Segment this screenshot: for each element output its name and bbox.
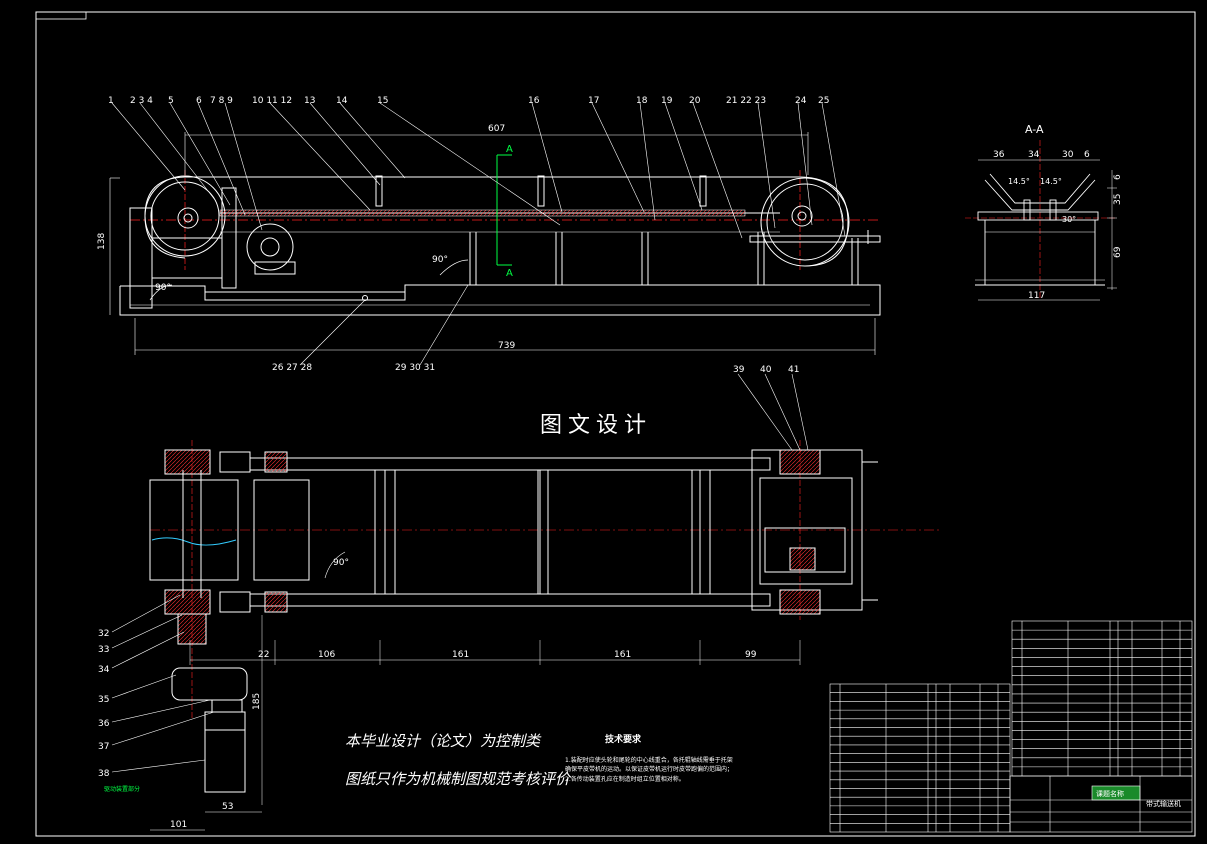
section-labels: A-A 36 34 30 6 14.5° 14.5° 35 6 69 30° 1…: [993, 123, 1123, 301]
title-block-name: 带式输送机: [1146, 799, 1181, 808]
technical-requirements: 技术要求 1.装配时应使头轮和尾轮的中心线重合，各托辊轴线需垂于托架 确保平皮带…: [565, 733, 733, 783]
callout: 13: [304, 96, 315, 106]
callout: 33: [98, 645, 109, 655]
dim-height-left: 138: [97, 233, 107, 250]
callout: 29 30 31: [395, 363, 435, 373]
plan-view: [111, 373, 940, 831]
note-line-2: 图纸只作为机械制图规范考核评价: [345, 770, 572, 788]
section-title: A-A: [1025, 123, 1044, 136]
callout: 16: [528, 96, 540, 106]
front-dimensions: 607 138 739 90° 90° 26 27 28 29 30 31 A …: [97, 124, 515, 373]
callout: 41: [788, 365, 799, 375]
section-mark-top: A: [506, 144, 513, 155]
note-line-1: 本毕业设计（论文）为控制类: [345, 732, 542, 750]
callout: 19: [661, 96, 673, 106]
section-dim: 6: [1084, 150, 1090, 160]
section-mark-bottom: A: [506, 268, 513, 279]
tech-line-3: 2.各传动装置孔应在制造时组立位置相对称。: [565, 775, 685, 783]
callout: 1: [108, 96, 114, 106]
callout: 36: [98, 719, 110, 729]
callout: 26 27 28: [272, 363, 312, 373]
plan-dim: 99: [745, 650, 757, 660]
plan-dim: 22: [258, 650, 269, 660]
section-angle: 14.5°: [1008, 177, 1030, 186]
callout: 34: [98, 665, 110, 675]
callout: 15: [377, 96, 388, 106]
green-note: 驱动装置部分: [104, 785, 140, 793]
drawing-frame: [35, 11, 1196, 837]
bill-of-materials: [829, 620, 1193, 833]
callout: 10 11 12: [252, 96, 292, 106]
front-view: [109, 102, 881, 366]
callout: 38: [98, 769, 110, 779]
callout: 39: [733, 365, 745, 375]
callout: 5: [168, 96, 174, 106]
callout: 21 22 23: [726, 96, 766, 106]
section-angle: 30°: [1062, 215, 1076, 224]
callout: 7 8 9: [210, 96, 233, 106]
frame-corner-box: [35, 11, 87, 20]
callout: 18: [636, 96, 648, 106]
section-angle: 14.5°: [1040, 177, 1062, 186]
callouts-top: 1 2 3 4 5 6 7 8 9 10 11 12 13 14 15 16 1…: [108, 96, 829, 106]
tech-title: 技术要求: [605, 733, 642, 745]
callout: 2 3 4: [130, 96, 153, 106]
tech-line-1: 1.装配时应使头轮和尾轮的中心线重合，各托辊轴线需垂于托架: [565, 756, 733, 764]
plan-dim: 185: [252, 693, 262, 710]
section-dim: 69: [1113, 246, 1123, 258]
plan-dim: 161: [614, 650, 631, 660]
plan-dim: 106: [318, 650, 335, 660]
plan-dim: 53: [222, 802, 233, 812]
section-dim: 30: [1062, 150, 1074, 160]
callout: 35: [98, 695, 109, 705]
section-view: [965, 140, 1117, 301]
callout: 6: [196, 96, 202, 106]
plan-dim: 101: [170, 820, 187, 830]
callout: 37: [98, 742, 109, 752]
plan-dim: 161: [452, 650, 469, 660]
plan-labels: 32 33 34 35 36 37 38 39 40 41 22 106 161…: [98, 365, 799, 830]
section-width: 117: [1028, 291, 1045, 301]
section-dim: 35: [1113, 194, 1123, 205]
plan-angle: 90°: [333, 558, 349, 568]
dim-overall-length: 739: [498, 341, 515, 351]
callout: 14: [336, 96, 348, 106]
callout: 17: [588, 96, 599, 106]
callout: 32: [98, 629, 109, 639]
dim-top-span: 607: [488, 124, 505, 134]
section-dim: 34: [1028, 150, 1040, 160]
section-dim: 6: [1113, 174, 1123, 180]
tech-line-2: 确保平皮带机的运动。以保证皮带机运行时皮带跑偏的范围内；: [565, 765, 733, 773]
callout: 25: [818, 96, 829, 106]
title-block-project: 课题名称: [1096, 789, 1124, 798]
dim-angle-front: 90°: [432, 255, 448, 265]
watermark: 图文设计: [540, 413, 652, 438]
dim-angle-base: 90°: [155, 283, 171, 293]
section-dim: 36: [993, 150, 1005, 160]
callout: 24: [795, 96, 807, 106]
callout: 40: [760, 365, 772, 375]
callout: 20: [689, 96, 701, 106]
